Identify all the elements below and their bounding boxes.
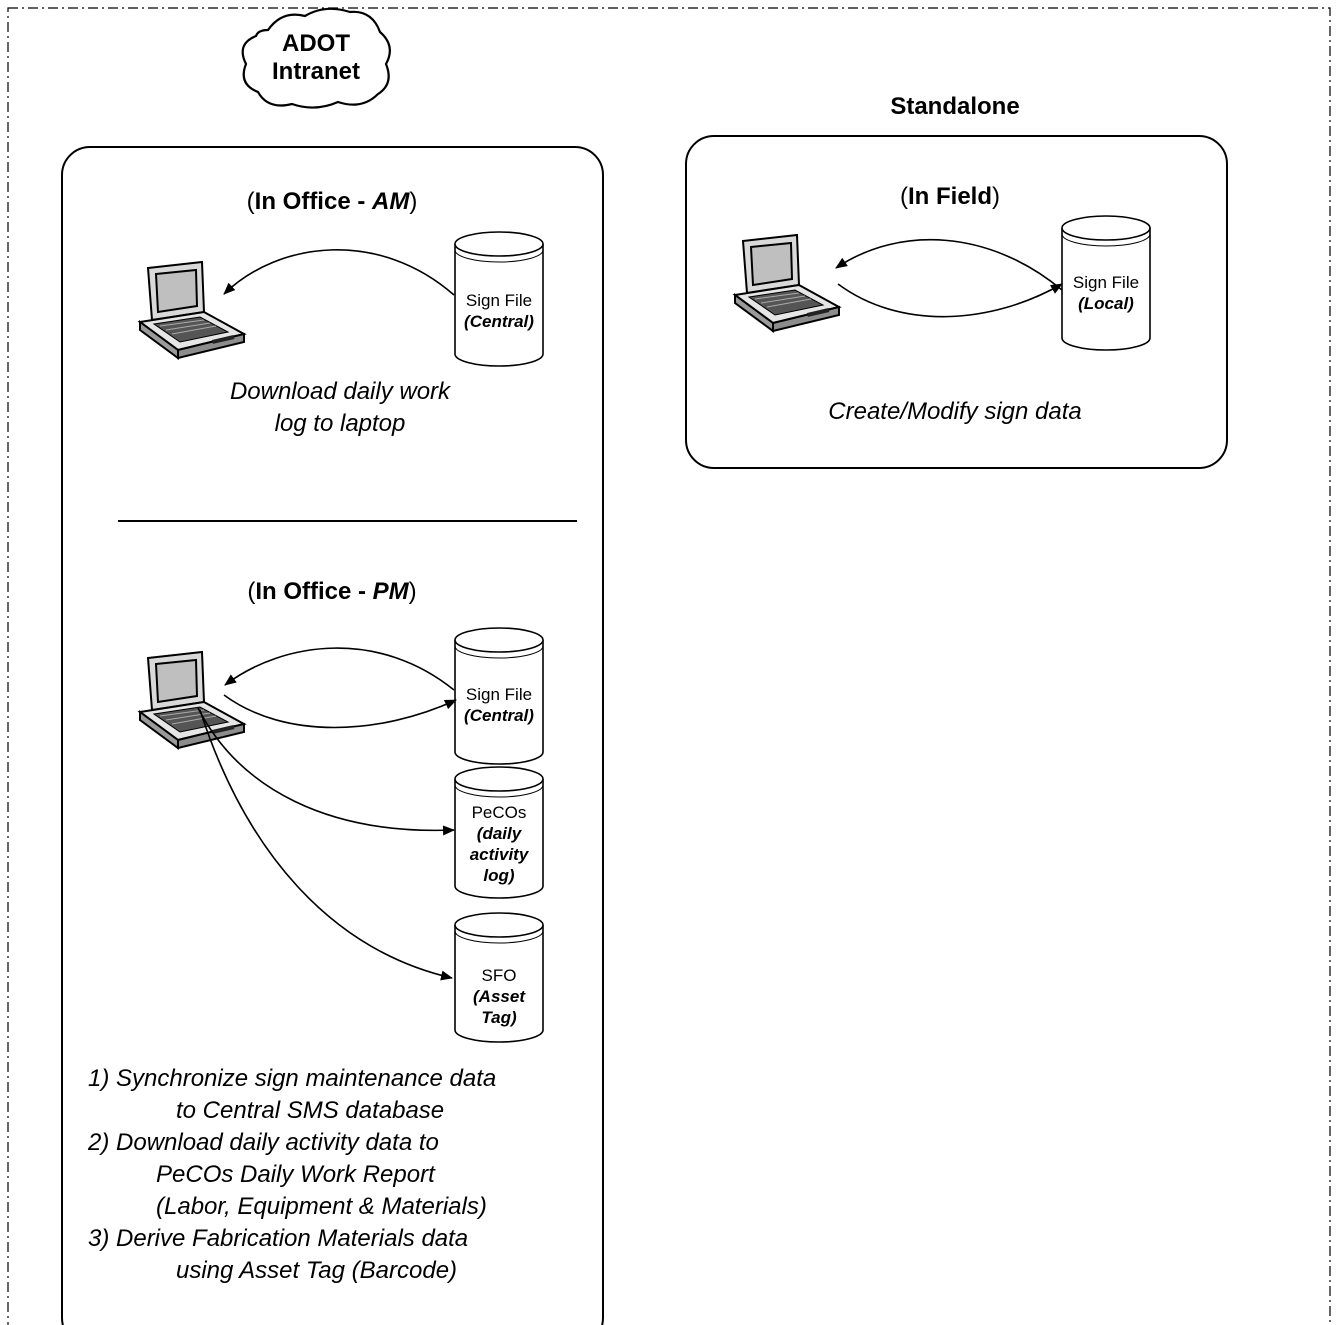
office-am-caption: Download daily work log to laptop [170, 376, 510, 440]
step-3-line1: 3) Derive Fabrication Materials data [88, 1225, 469, 1252]
step-3-line2: using Asset Tag (Barcode) [176, 1257, 458, 1284]
office-pm-heading-suffix: ) [408, 578, 417, 605]
office-pm-db-pecos-q3: log) [483, 866, 515, 885]
field-heading-suffix: ) [992, 183, 1000, 210]
step-1-line1: 1) Synchronize sign maintenance data [88, 1065, 497, 1092]
database-sign-file-central-am-icon [454, 231, 544, 367]
office-pm-db-pecos-q1: (daily [476, 824, 522, 843]
arrow-local-to-laptop-field [835, 238, 1063, 291]
intranet-cloud-line2: Intranet [271, 58, 360, 85]
database-sign-file-local-icon [1061, 215, 1151, 351]
office-am-db-label: Sign File (Central) [450, 290, 548, 332]
outer-border [7, 7, 1331, 1325]
arrow-laptop-to-local-field [837, 283, 1063, 318]
office-pm-db-pecos-label: PeCOs (daily activity log) [450, 802, 548, 886]
field-caption: Create/Modify sign data [828, 398, 1082, 425]
database-sfo-icon [454, 912, 544, 1043]
office-pm-heading-italic: PM [372, 578, 409, 605]
office-pm-db-sfo-q1: (Asset [473, 987, 525, 1006]
arrow-central-to-laptop-pm [224, 647, 455, 691]
office-pm-heading-prefix: ( [247, 578, 256, 605]
office-am-caption-line2: log to laptop [274, 410, 406, 437]
arrow-laptop-to-central-pm [223, 694, 457, 729]
field-db-qualifier: (Local) [1078, 294, 1134, 313]
office-am-db-name: Sign File [465, 291, 533, 310]
office-am-caption-line1: Download daily work [229, 378, 451, 405]
office-pm-db-sign-file-qualifier: (Central) [464, 706, 534, 725]
intranet-cloud-shape [241, 7, 391, 109]
arrow-central-to-laptop-am [223, 249, 455, 296]
field-heading: (In Field) [830, 183, 1070, 211]
intranet-cloud-label: ADOT Intranet [252, 30, 380, 86]
field-db-name: Sign File [1072, 273, 1140, 292]
step-2-line3: (Labor, Equipment & Materials) [156, 1193, 487, 1220]
office-am-heading-bold: In Office - [254, 188, 372, 215]
office-pm-db-sign-file-label: Sign File (Central) [450, 684, 548, 726]
office-am-heading: (In Office - AM) [172, 188, 492, 216]
database-sign-file-central-pm-icon [454, 627, 544, 765]
field-heading-bold: In Field [908, 183, 992, 210]
office-pm-db-pecos-name: PeCOs [471, 803, 527, 822]
office-am-db-qualifier: (Central) [464, 312, 534, 331]
field-heading-prefix: ( [900, 183, 908, 210]
office-am-heading-prefix: ( [246, 188, 255, 215]
office-pm-db-sfo-label: SFO (Asset Tag) [450, 965, 548, 1028]
arrow-laptop-to-sfo [199, 709, 453, 981]
office-pm-db-sign-file-name: Sign File [465, 685, 533, 704]
step-2-line1: 2) Download daily activity data to [88, 1129, 439, 1156]
office-am-heading-suffix: ) [409, 188, 418, 215]
arrow-laptop-to-pecos [197, 707, 455, 836]
standalone-title: Standalone [890, 93, 1020, 120]
step-2-line2: PeCOs Daily Work Report [156, 1161, 435, 1188]
intranet-cloud-line1: ADOT [282, 30, 350, 57]
database-pecos-icon [454, 766, 544, 899]
field-db-label: Sign File (Local) [1057, 272, 1155, 314]
office-pm-db-pecos-q2: activity [469, 845, 529, 864]
office-pm-db-sfo-q2: Tag) [481, 1008, 517, 1027]
office-pm-db-sfo-name: SFO [481, 966, 517, 985]
office-pm-heading: (In Office - PM) [172, 578, 492, 606]
office-am-heading-italic: AM [372, 188, 410, 215]
office-pm-heading-bold: In Office - [255, 578, 373, 605]
office-pm-steps: 1) Synchronize sign maintenance data to … [72, 1063, 612, 1287]
step-1-line2: to Central SMS database [176, 1097, 445, 1124]
